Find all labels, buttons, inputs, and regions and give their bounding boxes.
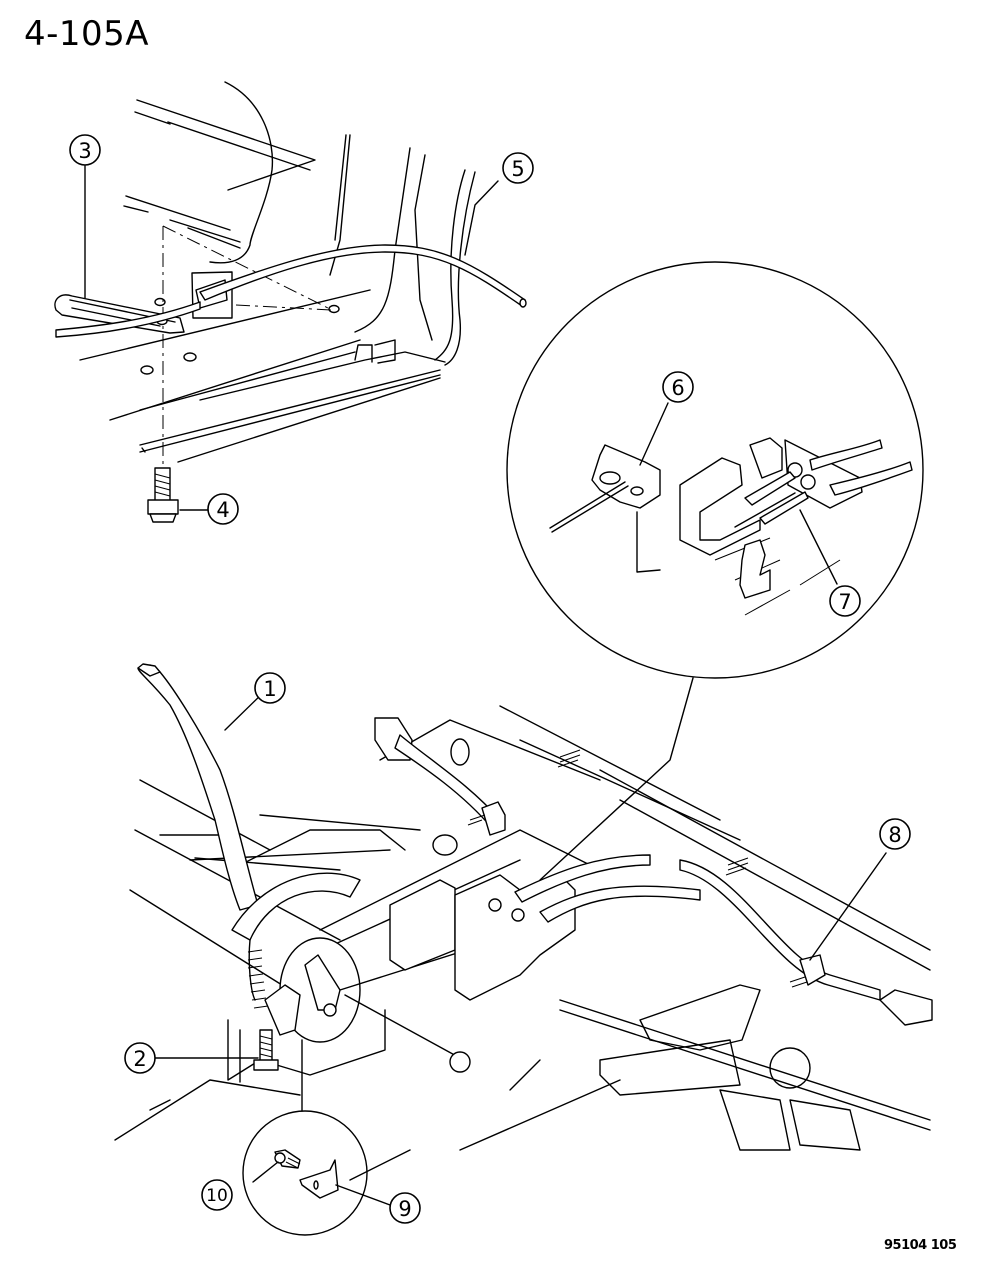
callout-6-label: 6 xyxy=(671,376,684,400)
callout-9: 9 xyxy=(389,1192,421,1224)
page-code: 4-105A xyxy=(24,14,150,54)
callout-4: 4 xyxy=(207,493,239,525)
figure-id: 95104 105 xyxy=(884,1238,957,1253)
main-view xyxy=(114,663,933,1181)
callout-6: 6 xyxy=(662,371,694,403)
park-brake-lever xyxy=(137,664,259,911)
callout-8-label: 8 xyxy=(888,823,901,847)
leader-lines xyxy=(84,165,887,1206)
detail-view-equalizer xyxy=(506,261,924,881)
callout-9-label: 9 xyxy=(398,1197,411,1221)
rear-brake-cable xyxy=(199,244,526,307)
callout-8: 8 xyxy=(879,818,911,850)
callout-2-label: 2 xyxy=(133,1047,146,1071)
callout-2: 2 xyxy=(124,1042,156,1074)
bolt-4 xyxy=(147,467,179,523)
detail-view-cable-lock xyxy=(242,1039,368,1236)
callout-1-label: 1 xyxy=(263,677,276,701)
callout-7-label: 7 xyxy=(838,590,851,614)
callout-5: 5 xyxy=(502,152,534,184)
callout-3: 3 xyxy=(69,134,101,166)
sill-view xyxy=(54,81,527,480)
callout-4-label: 4 xyxy=(216,498,229,522)
callout-10-label: 10 xyxy=(206,1186,228,1206)
callout-1: 1 xyxy=(254,672,286,704)
callout-5-label: 5 xyxy=(511,157,524,181)
callout-7: 7 xyxy=(829,585,861,617)
callout-10: 10 xyxy=(201,1179,233,1211)
callout-3-label: 3 xyxy=(78,139,91,163)
